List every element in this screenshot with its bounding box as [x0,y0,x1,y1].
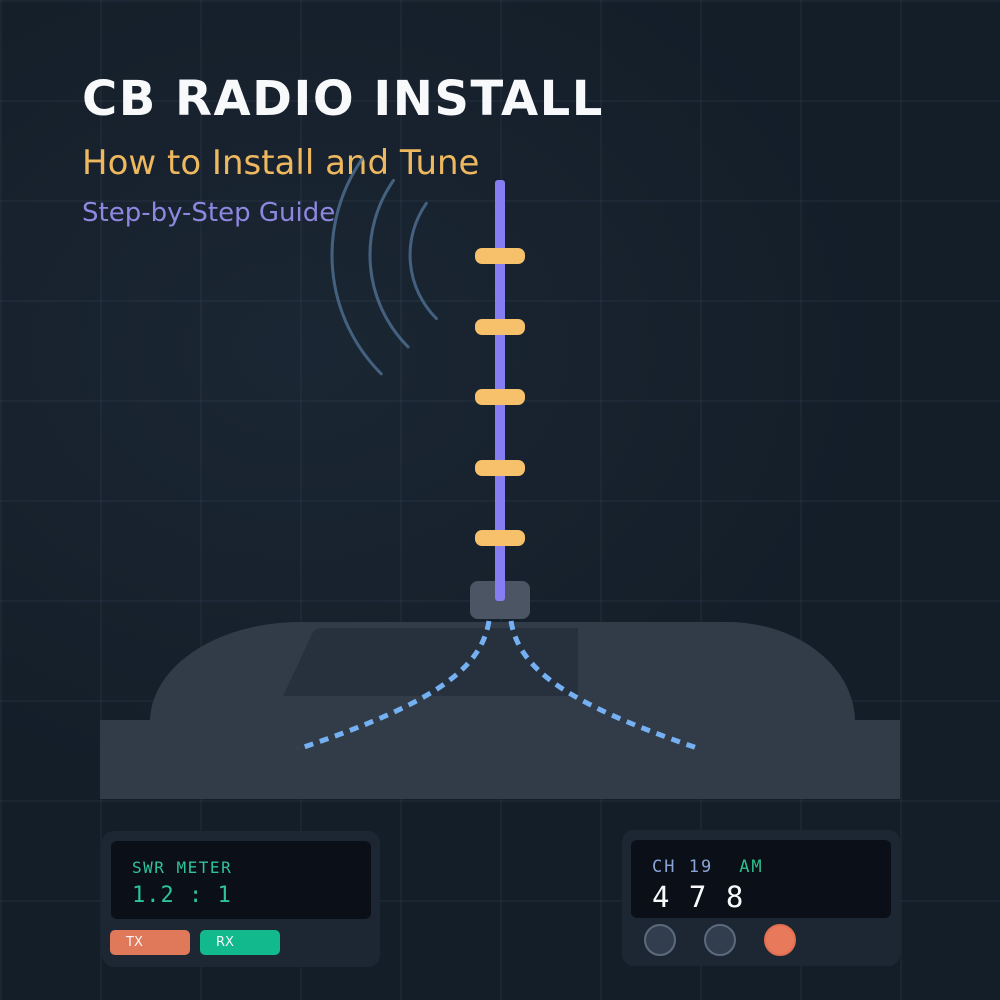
antenna-coil [475,530,525,546]
page-title: CB RADIO INSTALL [82,71,604,127]
subtitle: How to Install and Tune [82,143,480,184]
swr-meter-label: SWR METER [132,858,233,877]
lcd-status-row: CH 19 AM [652,857,891,877]
swr-meter-screen: SWR METER 1.2 : 1 [111,841,371,919]
round-knob-icon[interactable] [704,924,736,956]
radio-wave-arc [368,178,410,349]
frequency-digits: 4 7 8 [652,880,745,914]
vehicle-base [100,720,900,799]
antenna-coil [475,389,525,405]
tagline: Step-by-Step Guide [82,197,336,228]
vehicle-window [283,628,578,696]
radio-wave-arcs-icon [330,157,438,376]
antenna-coil [475,460,525,476]
radio-wave-arc [408,201,438,321]
rx-button[interactable]: RX [200,930,280,955]
header: CB RADIO INSTALL How to Install and Tune… [82,74,604,227]
round-knob-icon[interactable] [644,924,676,956]
coax-cable-dashed-icon [297,620,701,752]
mode-indicator: AM [739,857,764,877]
antenna-coil [475,319,525,335]
vehicle [100,622,900,799]
coax-cable-right [508,620,701,752]
channel-indicator: CH 19 [652,857,714,877]
swr-meter-reading: 1.2 : 1 [132,883,232,908]
radio-knob-row [644,924,796,956]
antenna-coil [475,248,525,264]
antenna-coils [475,248,525,546]
swr-meter-panel: SWR METER 1.2 : 1 TX RX [102,831,380,967]
tx-button[interactable]: TX [110,930,190,955]
radio-wave-arc [330,157,383,376]
round-knob-active-icon[interactable] [764,924,796,956]
swr-button-row: TX RX [110,930,280,955]
cb-radio-screen: CH 19 AM 4 7 8 [631,840,891,918]
coax-cable-left [297,620,492,752]
cb-radio-panel: CH 19 AM 4 7 8 [622,830,900,966]
